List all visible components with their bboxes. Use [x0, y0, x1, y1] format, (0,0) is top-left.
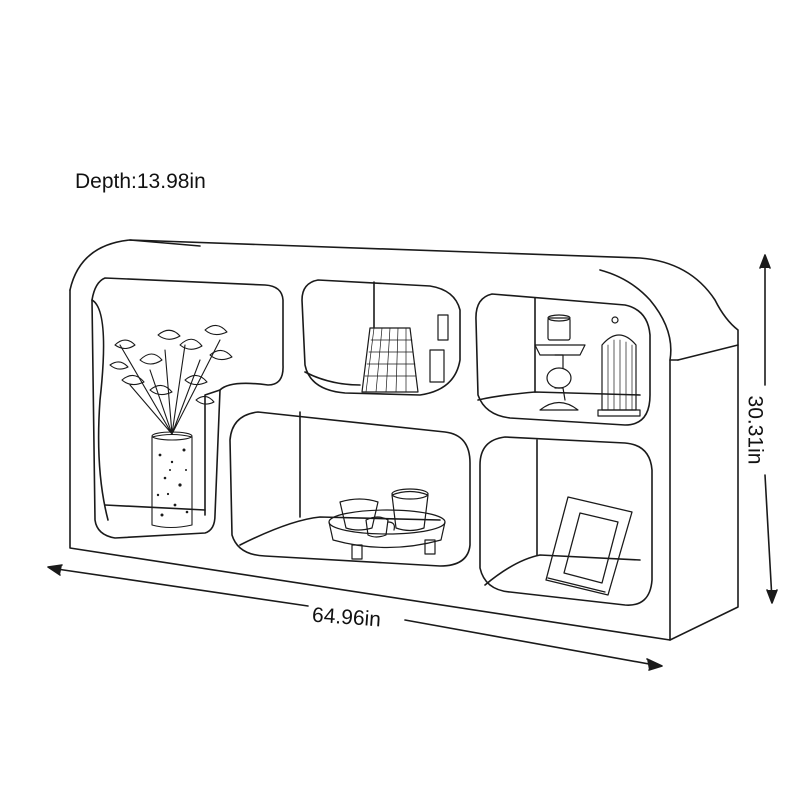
- woven-lantern: [361, 314, 449, 393]
- compartment-top-right: [475, 293, 651, 426]
- width-dimension: [47, 564, 663, 671]
- depth-label: Depth:13.98in: [75, 170, 206, 193]
- candle-holder: [534, 314, 586, 411]
- height-dimension: [759, 254, 778, 604]
- compartment-bottom-right: [479, 436, 653, 606]
- width-label: 64.96in: [311, 603, 382, 632]
- height-label: 30.31in: [743, 395, 767, 465]
- birdcage-lantern: [597, 316, 641, 417]
- cabinet-body: [69, 239, 739, 641]
- compartment-left-tall: [91, 277, 284, 539]
- vase-with-plant: [109, 324, 233, 529]
- picture-frame: [545, 496, 633, 596]
- compartment-bottom-middle: [229, 411, 471, 567]
- compartment-top-middle: [301, 279, 461, 396]
- tray-with-cups: [328, 488, 446, 560]
